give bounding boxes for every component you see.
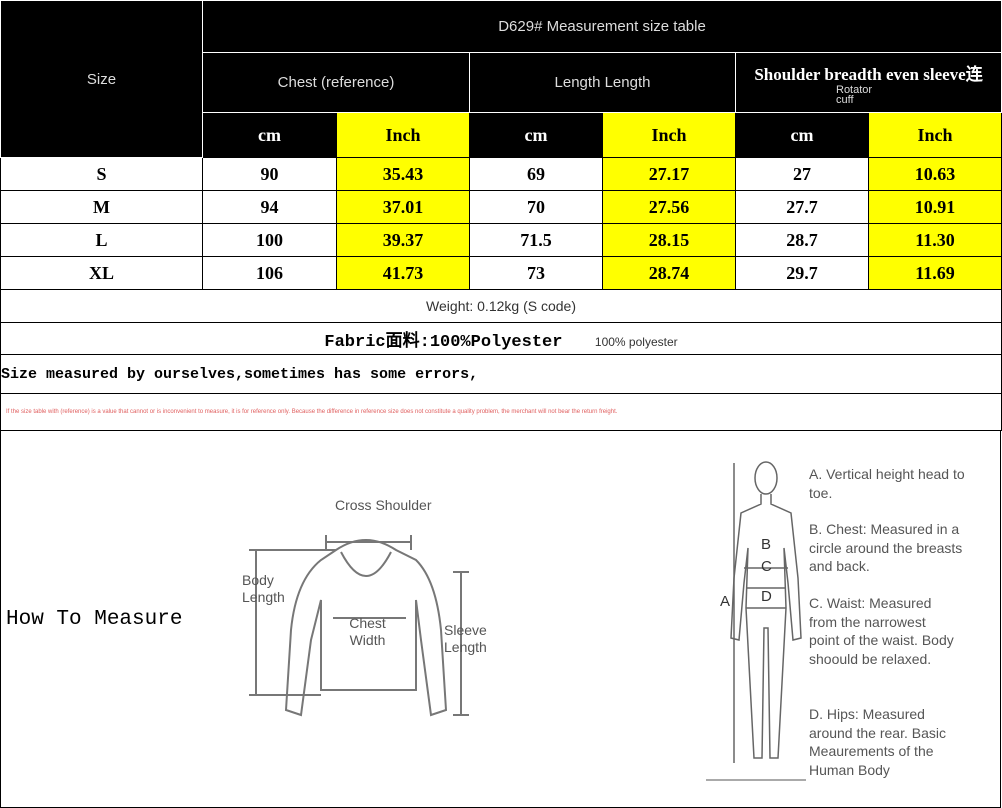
weight-info: Weight: 0.12kg (S code): [0, 289, 1002, 323]
unit-inch: Inch: [602, 112, 736, 158]
value-cell: 29.7: [735, 256, 869, 290]
note-b: B. Chest: Measured in a circle around th…: [809, 521, 963, 574]
table-title: D629# Measurement size table: [201, 0, 1002, 53]
value-cell: 70: [469, 190, 603, 224]
value-cell: 27.7: [735, 190, 869, 224]
chest-width-label: Chest Width: [349, 615, 386, 648]
unit-cm: cm: [735, 112, 869, 158]
value-cell: 73: [469, 256, 603, 290]
body-diagram: [706, 461, 806, 781]
unit-cm: cm: [202, 112, 337, 158]
chest-header: Chest (reference): [202, 52, 470, 113]
how-to-measure-title: How To Measure: [6, 608, 183, 631]
value-cell: 41.73: [336, 256, 470, 290]
table-row: M 94 37.01 70 27.56 27.7 10.91: [0, 190, 1002, 224]
disclaimer: If the size table with (reference) is a …: [0, 393, 1002, 431]
unit-inch: Inch: [867, 112, 1002, 158]
note-d: D. Hips: Measured around the rear. Basic…: [809, 706, 946, 778]
value-cell: 10.91: [867, 190, 1002, 224]
value-cell: 11.30: [867, 223, 1002, 257]
value-cell: 35.43: [336, 157, 470, 191]
marker-b: B: [761, 536, 772, 553]
value-cell: 10.63: [867, 157, 1002, 191]
shoulder-sub: Rotator cuff: [836, 84, 873, 106]
value-cell: 100: [202, 223, 337, 257]
size-header: Size: [0, 0, 203, 158]
size-cell: M: [0, 190, 203, 224]
shoulder-label: Shoulder breadth even sleeve连: [754, 65, 983, 84]
value-cell: 27.17: [602, 157, 736, 191]
sleeve-length-label: Sleeve Length: [444, 622, 487, 655]
body-length-label: Body Length: [242, 572, 285, 605]
value-cell: 27: [735, 157, 869, 191]
size-cell: XL: [0, 256, 203, 290]
how-to-measure-section: How To Measure Cross Shoulder Body Lengt…: [0, 430, 1001, 808]
value-cell: 28.7: [735, 223, 869, 257]
value-cell: 71.5: [469, 223, 603, 257]
sweater-diagram: [249, 535, 469, 717]
value-cell: 27.56: [602, 190, 736, 224]
value-cell: 11.69: [867, 256, 1002, 290]
note-c: C. Waist: Measured from the narrowest po…: [809, 595, 954, 667]
marker-a: A: [720, 593, 731, 610]
length-header: Length Length: [469, 52, 736, 113]
value-cell: 28.15: [602, 223, 736, 257]
value-cell: 28.74: [602, 256, 736, 290]
unit-inch: Inch: [336, 112, 470, 158]
unit-cm: cm: [469, 112, 603, 158]
value-cell: 106: [202, 256, 337, 290]
value-cell: 69: [469, 157, 603, 191]
table-row: XL 106 41.73 73 28.74 29.7 11.69: [0, 256, 1002, 290]
value-cell: 90: [202, 157, 337, 191]
value-cell: 37.01: [336, 190, 470, 224]
cross-shoulder-label: Cross Shoulder: [335, 497, 432, 513]
table-row: L 100 39.37 71.5 28.15 28.7 11.30: [0, 223, 1002, 257]
value-cell: 94: [202, 190, 337, 224]
size-cell: L: [0, 223, 203, 257]
value-cell: 39.37: [336, 223, 470, 257]
fabric-english: 100% polyester: [594, 334, 678, 349]
marker-d: D: [761, 588, 772, 605]
fabric-info: Fabric面料:100%Polyester 100% polyester: [0, 322, 1002, 355]
note-a: A. Vertical height head to toe.: [809, 466, 965, 501]
shoulder-header: Shoulder breadth even sleeve连 Rotator cu…: [734, 52, 1002, 113]
marker-c: C: [761, 558, 772, 575]
size-table: Size D629# Measurement size table Chest …: [0, 0, 1002, 431]
table-row: S 90 35.43 69 27.17 27 10.63: [0, 157, 1002, 191]
measurement-note: Size measured by ourselves,sometimes has…: [0, 354, 1002, 394]
size-cell: S: [0, 157, 203, 191]
fabric-label: Fabric面料:100%Polyester: [324, 332, 563, 352]
